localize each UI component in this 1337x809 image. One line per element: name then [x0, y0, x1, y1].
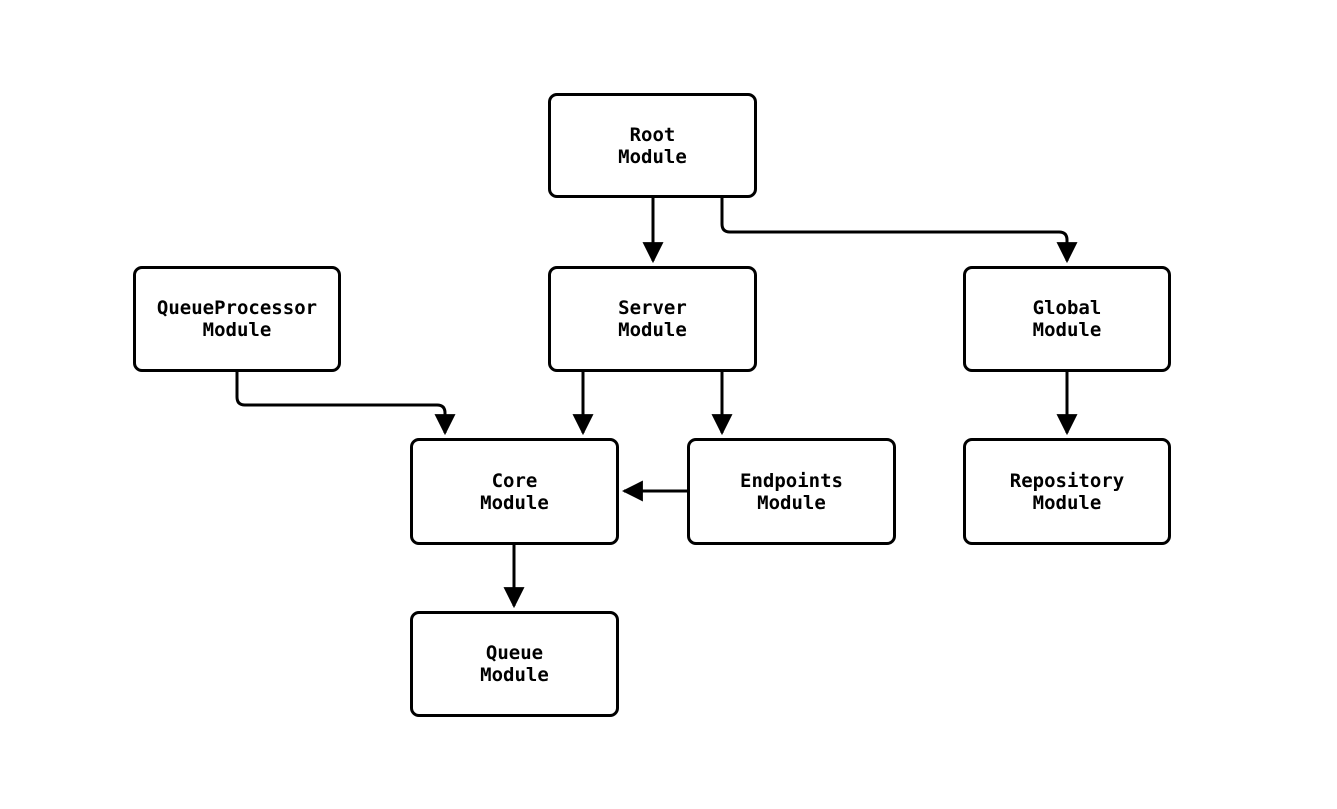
- node-endpoints-module: Endpoints Module: [687, 438, 896, 545]
- node-queue-module-label: Queue Module: [480, 642, 549, 686]
- node-core-module-label: Core Module: [480, 469, 549, 514]
- node-queue-module: Queue Module: [410, 611, 619, 717]
- node-queueprocessor-module-label: QueueProcessor Module: [156, 297, 318, 341]
- node-core-module: Core Module: [410, 438, 619, 545]
- edge-root-to-global: [720, 198, 1078, 264]
- node-repository-module-label: Repository Module: [1009, 469, 1125, 514]
- node-server-module: Server Module: [548, 266, 757, 372]
- node-root-module: Root Module: [548, 93, 757, 198]
- node-queueprocessor-module: QueueProcessor Module: [133, 266, 341, 372]
- node-global-module-label: Global Module: [1032, 297, 1102, 341]
- node-server-module-label: Server Module: [618, 297, 687, 341]
- node-repository-module: Repository Module: [963, 438, 1171, 545]
- node-endpoints-module-label: Endpoints Module: [740, 469, 843, 514]
- node-root-module-label: Root Module: [618, 123, 687, 168]
- edge-queueprocessor-to-core: [235, 372, 456, 436]
- node-global-module: Global Module: [963, 266, 1171, 372]
